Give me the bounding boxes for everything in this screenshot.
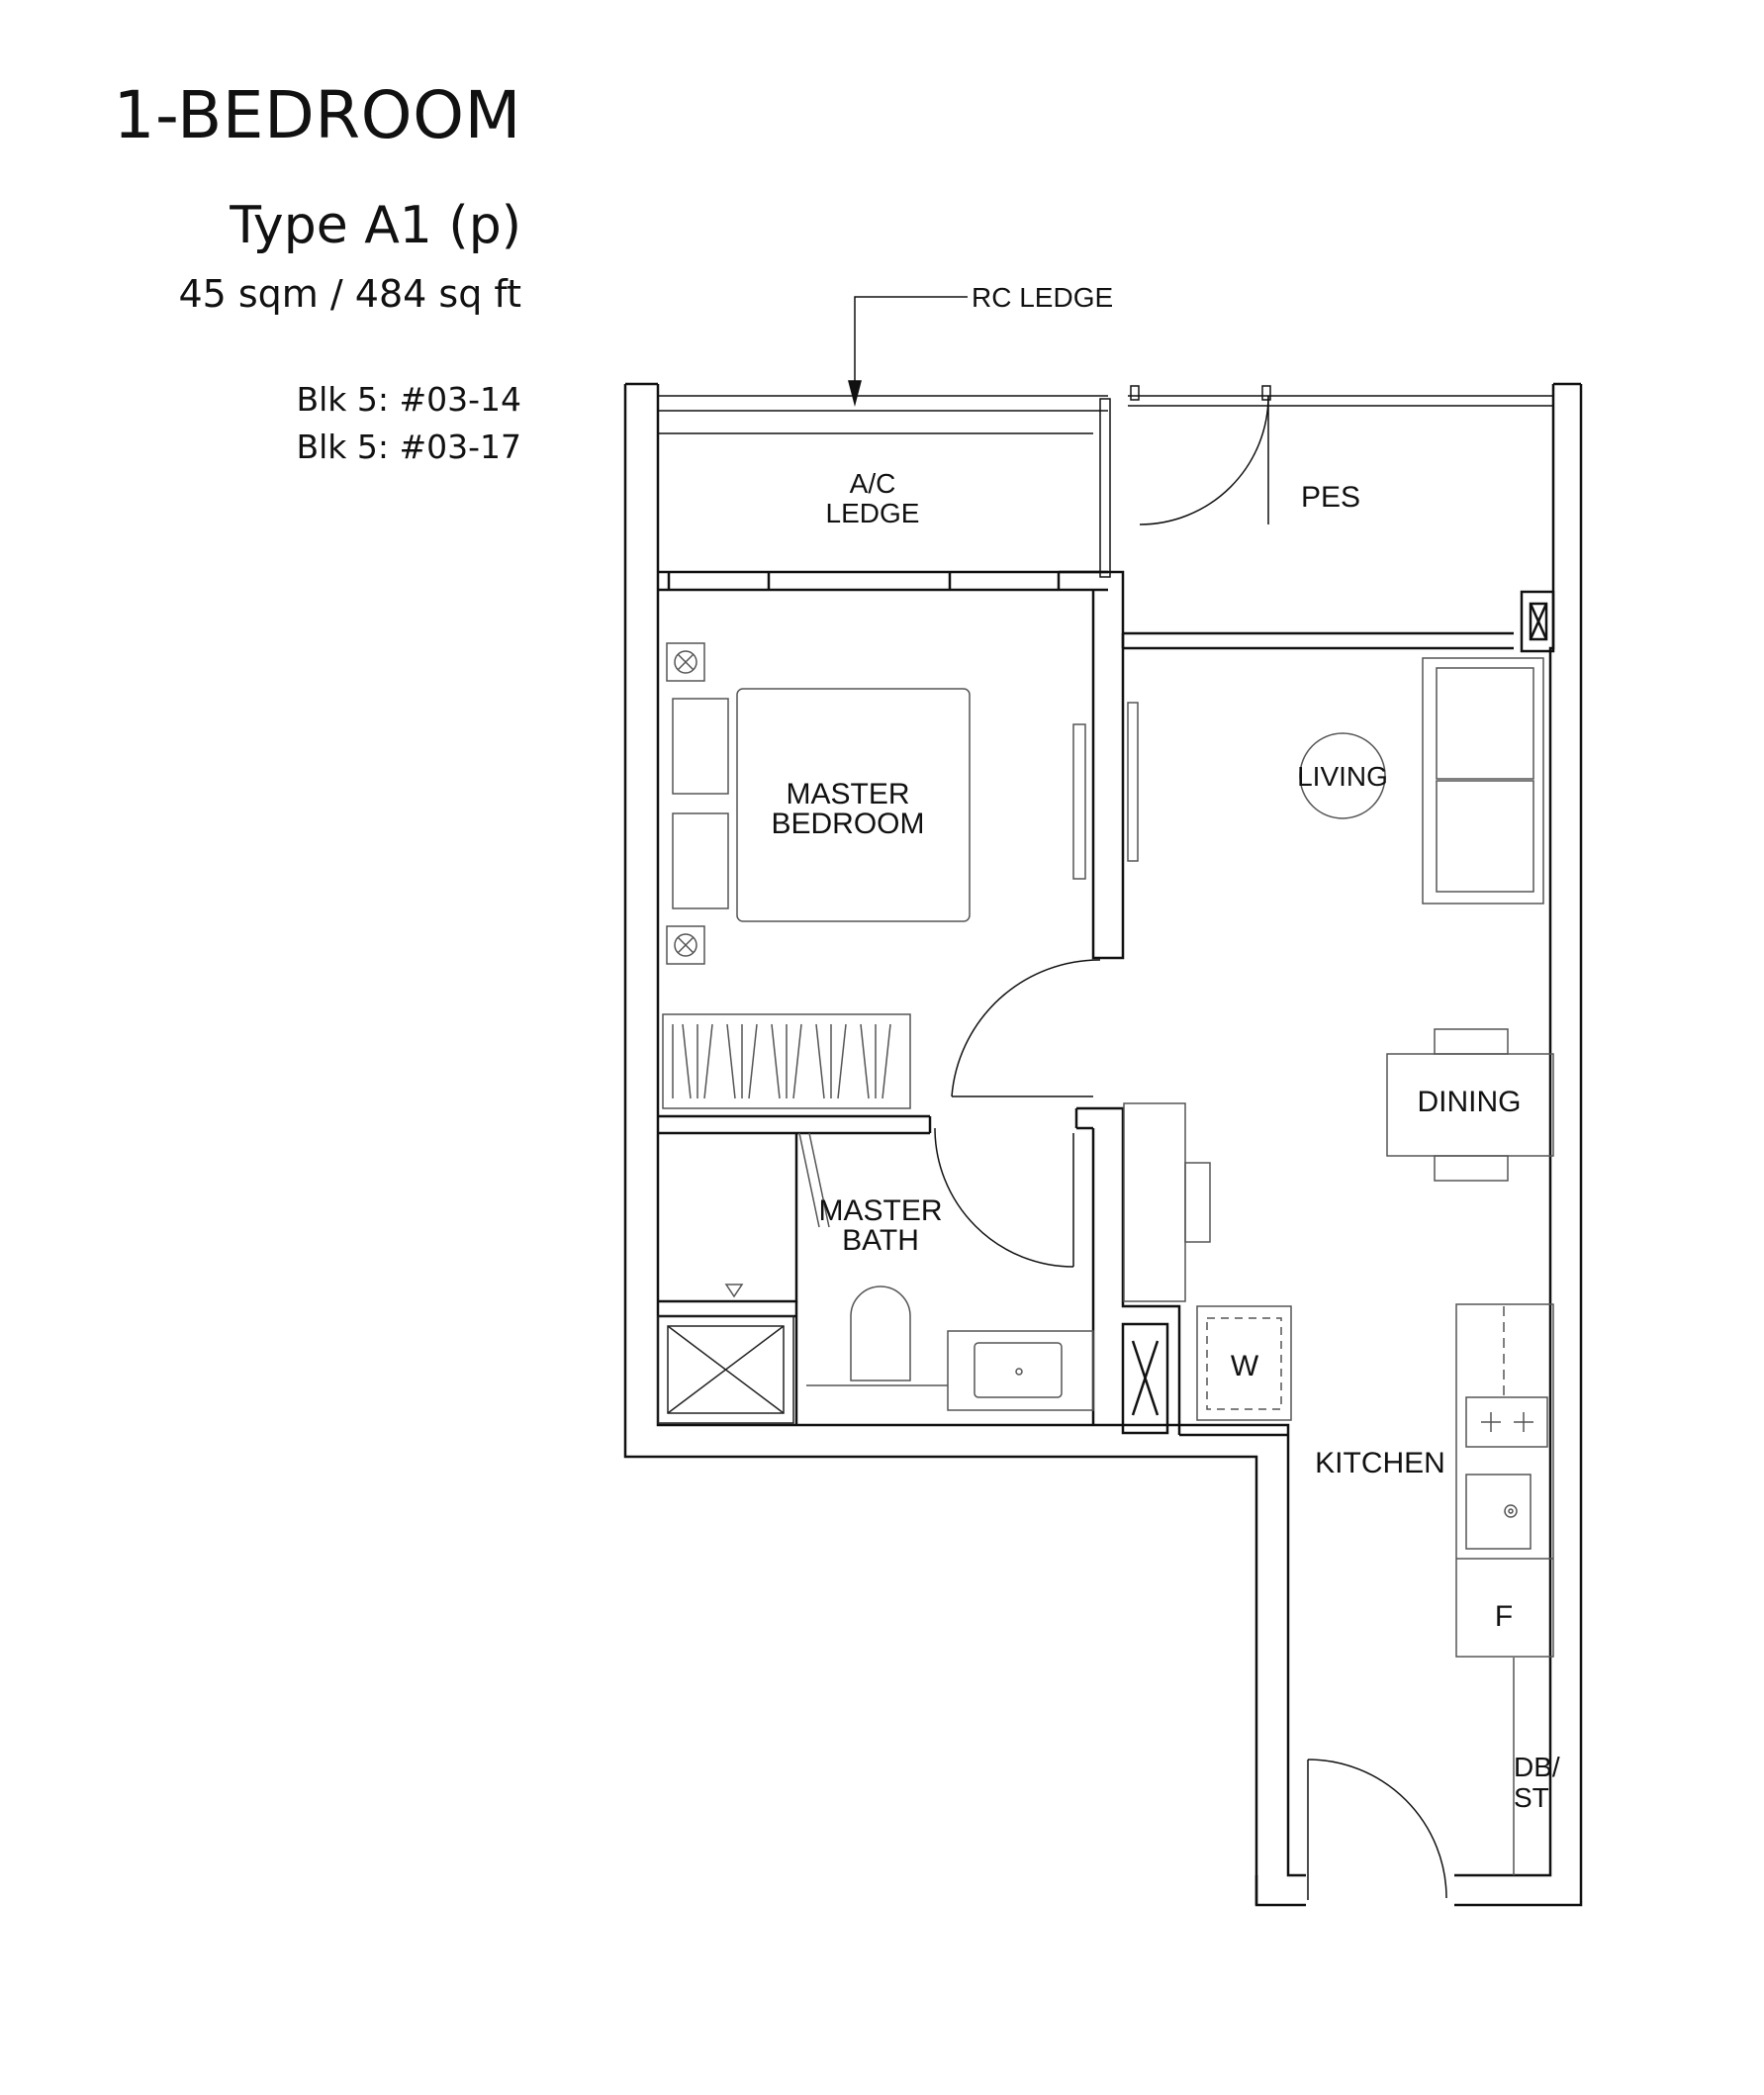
tv-console — [1127, 702, 1139, 862]
exterior-walls — [623, 382, 1583, 1907]
ac-ledge-label: A/C — [850, 468, 896, 499]
main-door-swing — [1307, 1759, 1447, 1899]
db-st-label: ST — [1514, 1782, 1549, 1813]
ledge-railing — [658, 385, 1553, 578]
wardrobe — [662, 1013, 911, 1109]
bath-door-swing — [934, 1127, 1074, 1268]
bedroom-partition — [1059, 570, 1514, 960]
rc-ledge-label: RC LEDGE — [972, 282, 1113, 313]
sink-icon — [1465, 1474, 1532, 1550]
bedroom-door-swing — [951, 959, 1101, 1097]
master-bedroom-label: MASTER — [786, 778, 909, 810]
tv-console — [1072, 723, 1086, 880]
db-st-label: DB/ — [1514, 1752, 1560, 1782]
bed-pillow — [672, 812, 729, 909]
living-label: LIVING — [1297, 761, 1388, 792]
bedroom-window — [658, 570, 1108, 592]
kitchen-counter — [1455, 1303, 1554, 1658]
toilet — [850, 1286, 911, 1381]
floor-trap-icon — [724, 1284, 744, 1298]
unit-list: Blk 5: #03-14 Blk 5: #03-17 — [296, 376, 521, 471]
furniture — [657, 642, 1554, 1875]
desk — [1123, 1102, 1186, 1302]
bed-pillow — [672, 698, 729, 795]
lamp-icon — [666, 642, 705, 682]
hob-icon — [1465, 1396, 1548, 1448]
basin-drain — [1015, 1368, 1023, 1376]
vanity — [947, 1330, 1094, 1411]
unit-number: Blk 5: #03-14 — [296, 380, 521, 419]
master-bath-label: MASTER — [818, 1194, 942, 1227]
rc-ledge-pointer — [848, 296, 968, 407]
master-bedroom-label: BEDROOM — [771, 808, 924, 840]
bed — [736, 688, 971, 922]
basin — [974, 1342, 1063, 1398]
bath-walls — [658, 1106, 1288, 1437]
kitchen-label: KITCHEN — [1315, 1447, 1445, 1479]
fridge-label: F — [1495, 1600, 1513, 1633]
floor-plan-title: 1-BEDROOM — [113, 77, 521, 153]
sofa — [1422, 657, 1544, 905]
pes-door-swing — [1139, 395, 1269, 525]
ac-ledge-label: LEDGE — [826, 498, 920, 528]
column — [1520, 590, 1555, 653]
washer-drum — [1206, 1317, 1282, 1410]
chair — [1184, 1162, 1211, 1243]
washer-label: W — [1231, 1350, 1259, 1382]
unit-area: 45 sqm / 484 sq ft — [178, 272, 521, 316]
kitchen-shaft — [1121, 1322, 1169, 1435]
master-bath-label: BATH — [842, 1224, 919, 1257]
pes-label: PES — [1301, 481, 1360, 514]
dining-table — [1386, 1028, 1554, 1182]
washer — [1196, 1305, 1292, 1421]
lamp-icon — [666, 925, 705, 965]
dining-label: DINING — [1418, 1086, 1522, 1118]
living-marker — [1299, 732, 1386, 819]
glass-panel — [798, 1132, 820, 1228]
glass-panel — [808, 1132, 830, 1228]
unit-number: Blk 5: #03-17 — [296, 428, 521, 466]
shower — [657, 1315, 794, 1424]
doors — [934, 395, 1447, 1900]
unit-type: Type A1 (p) — [230, 196, 521, 255]
